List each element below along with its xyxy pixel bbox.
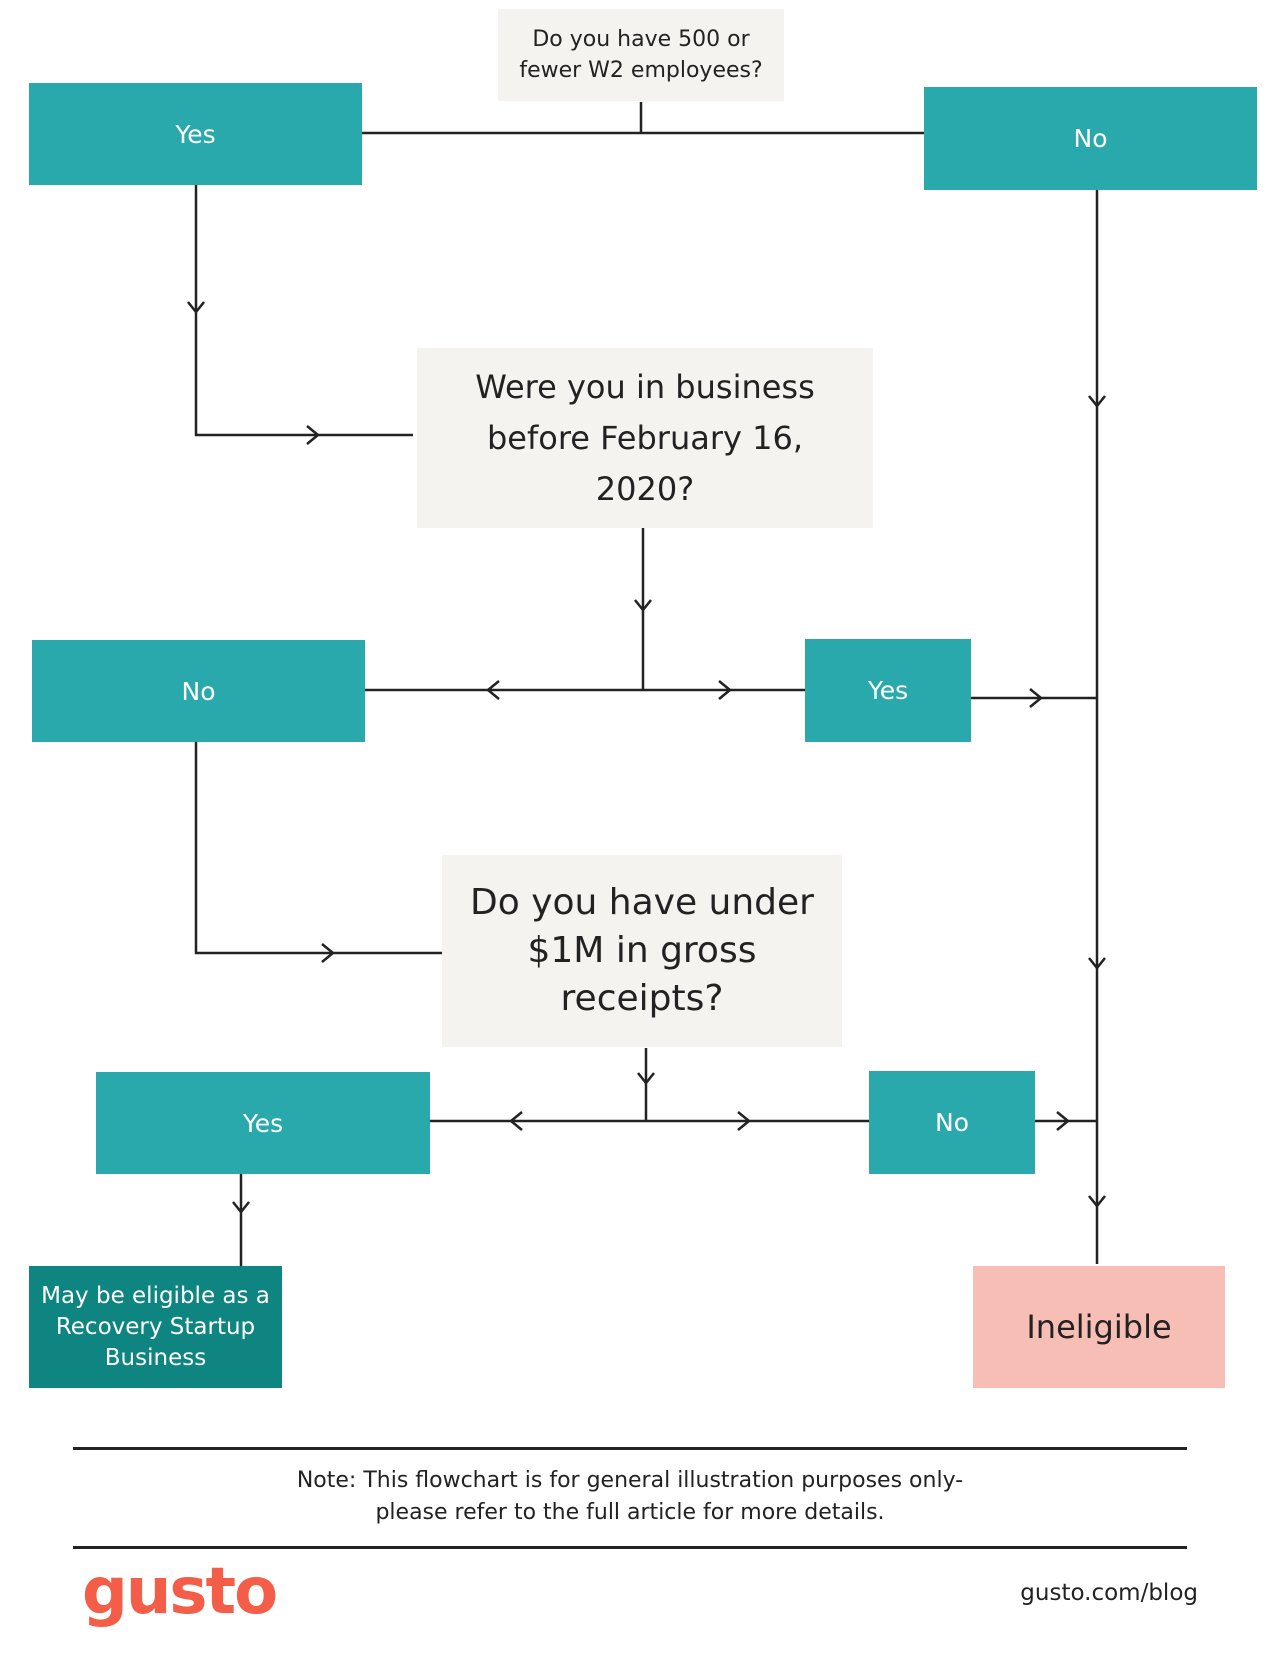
answer-no-gross-receipts: No xyxy=(869,1071,1035,1174)
arrow-trunk-2 xyxy=(1088,957,1106,971)
divider-bottom xyxy=(73,1546,1187,1549)
arrow-q3-stem xyxy=(637,1072,655,1086)
arrow-no3-trunk xyxy=(1056,1111,1070,1131)
gusto-logo: gusto xyxy=(82,1555,278,1629)
answer-yes-gross-receipts: Yes xyxy=(96,1072,430,1174)
arrow-yes3-down xyxy=(232,1201,250,1215)
blog-url[interactable]: gusto.com/blog xyxy=(1020,1580,1198,1606)
answer-no-employees: No xyxy=(924,87,1257,190)
arrow-trunk-3 xyxy=(1088,1195,1106,1209)
arrow-trunk-1 xyxy=(1088,395,1106,409)
arrow-yes1-down xyxy=(187,301,205,315)
answer-yes-business-date: Yes xyxy=(805,639,971,742)
arrow-yes2-trunk xyxy=(1029,688,1043,708)
arrow-q3-left xyxy=(509,1111,523,1131)
arrow-q2-left xyxy=(486,680,500,700)
result-eligible: May be eligible as a Recovery Startup Bu… xyxy=(29,1266,282,1388)
edge-no2-down xyxy=(194,742,445,955)
arrow-q2-right xyxy=(718,680,732,700)
arrow-no2-right xyxy=(321,943,335,963)
result-ineligible: Ineligible xyxy=(973,1266,1225,1388)
divider-top xyxy=(73,1447,1187,1450)
arrow-yes1-right xyxy=(306,425,320,445)
answer-yes-employees: Yes xyxy=(29,83,362,185)
arrow-q3-right xyxy=(737,1111,751,1131)
edge-yes1-down xyxy=(194,185,413,437)
question-business-date: Were you in business before February 16,… xyxy=(417,348,873,528)
arrow-q2-stem xyxy=(634,599,652,613)
question-gross-receipts: Do you have under $1M in gross receipts? xyxy=(442,855,842,1047)
question-employees: Do you have 500 or fewer W2 employees? xyxy=(498,9,784,101)
answer-no-business-date: No xyxy=(32,640,365,742)
footer-note: Note: This flowchart is for general illu… xyxy=(296,1468,964,1525)
